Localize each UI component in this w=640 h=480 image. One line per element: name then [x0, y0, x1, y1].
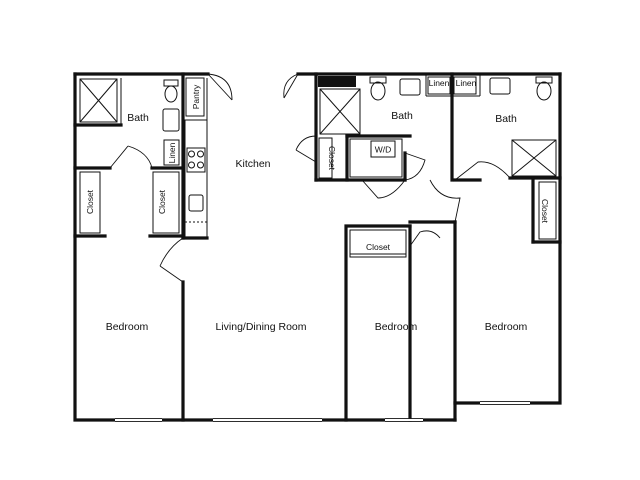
closet-bedroom-center-label: Closet — [366, 242, 391, 252]
closet-left-a-label: Closet — [85, 189, 95, 214]
kitchen-counter — [184, 119, 208, 239]
toilet-center — [369, 76, 387, 101]
bedroom-left-label: Bedroom — [106, 321, 149, 333]
sink-left — [162, 108, 180, 132]
kitchen-label: Kitchen — [235, 158, 270, 170]
closet-rods — [79, 76, 557, 258]
pantry-label: Pantry — [191, 84, 201, 109]
doors — [109, 73, 511, 283]
closet-hall-label: Closet — [327, 146, 337, 171]
washer-dryer-label: W/D — [375, 145, 392, 155]
sink-right — [489, 77, 511, 95]
bath-left-label: Bath — [127, 112, 149, 124]
linen-left-label: Linen — [167, 142, 177, 163]
linen-right-label: Linen — [456, 78, 477, 88]
windows — [115, 401, 530, 422]
toilet-left — [163, 79, 179, 103]
washer-dryer-closet: W/D — [349, 138, 403, 178]
shower-center — [318, 76, 361, 135]
shower-right — [511, 139, 557, 177]
room-labels: Bath Kitchen Bath Bath Bedroom Living/Di… — [106, 110, 528, 333]
linen-center-label: Linen — [429, 78, 450, 88]
bath-right-label: Bath — [495, 113, 517, 125]
closet-bedroom-right-label: Closet — [540, 199, 550, 224]
bedroom-center-label: Bedroom — [375, 321, 418, 333]
toilet-right — [535, 76, 553, 101]
fixture-labels: Pantry Linen Closet Closet Closet Linen … — [85, 78, 550, 252]
living-dining-label: Living/Dining Room — [215, 321, 306, 333]
bath-center-label: Bath — [391, 110, 413, 122]
closet-left-b-label: Closet — [157, 189, 167, 214]
bedroom-right-label: Bedroom — [485, 321, 528, 333]
shower-left — [79, 78, 118, 123]
sink-center — [399, 78, 421, 96]
interior-walls — [73, 72, 562, 422]
